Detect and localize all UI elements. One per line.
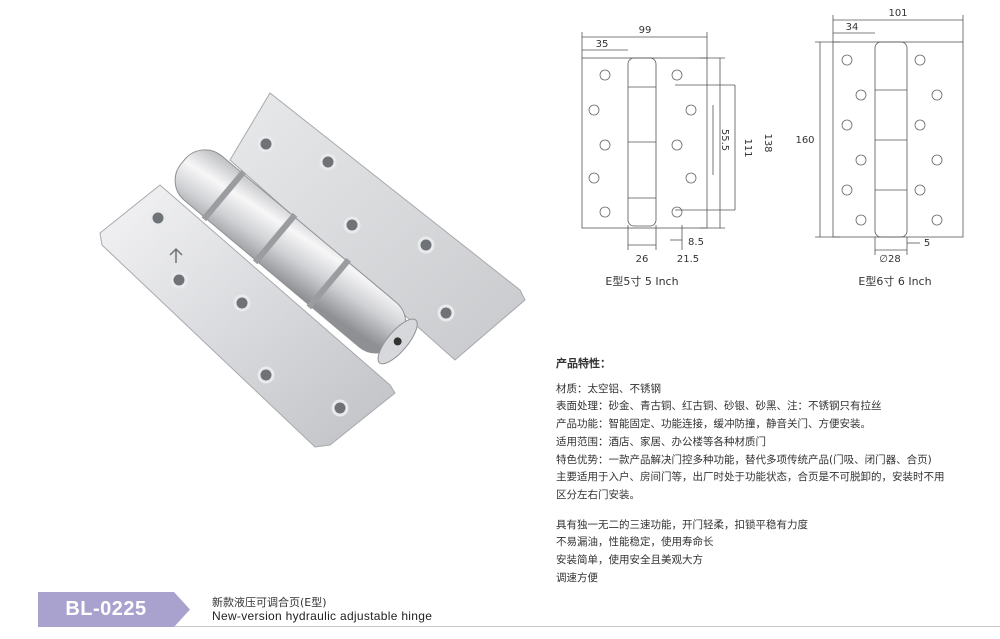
footer-divider <box>174 626 1000 627</box>
feature-line: 主要适用于入户、房间门等，出厂时处于功能状态，合页是不可脱卸的，安装时不用 <box>556 471 945 484</box>
hinge-product-photo <box>99 92 526 448</box>
feature-line: 产品功能：智能固定、功能连接，缓冲防撞，静音关门、方便安装。 <box>556 418 871 431</box>
technical-drawing-5inch: 99 35 138 111 55.5 26 8.5 21.5 E型5寸 5 In… <box>581 25 773 288</box>
feature-line: 区分左右门安装。 <box>556 488 640 501</box>
dim-hole-offset: 21.5 <box>677 254 699 265</box>
feature-line: 表面处理：砂金、青古铜、红古铜、砂银、砂黑、注：不锈钢只有拉丝 <box>556 400 882 413</box>
dim-height: 160 <box>795 135 814 146</box>
feature-line: 材质：太空铝、不锈钢 <box>556 382 661 395</box>
feature-line: 调速方便 <box>556 571 598 584</box>
feature-line: 适用范围：酒店、家居、办公楼等各种材质门 <box>556 435 766 448</box>
dim-inner-height: 111 <box>742 138 753 157</box>
feature-line: 不易漏油，性能稳定，使用寿命长 <box>556 536 714 549</box>
product-title-cn: 新款液压可调合页(E型) <box>212 596 327 609</box>
dim-knuckle: 8.5 <box>688 237 704 248</box>
dim-gap: 5 <box>924 238 930 249</box>
feature-line: 特色优势：一款产品解决门控多种功能，替代多项传统产品(门吸、闭门器、合页) <box>556 453 932 466</box>
dim-hole-spacing: 55.5 <box>719 129 730 151</box>
dim-total-width: 99 <box>639 25 652 36</box>
model-code: BL-0225 <box>65 598 147 620</box>
dim-leaf-gap: 26 <box>636 254 649 265</box>
drawing-caption: E型6寸 6 Inch <box>858 274 931 288</box>
drawing-caption: E型5寸 5 Inch <box>605 274 678 288</box>
dim-height: 138 <box>762 133 773 152</box>
technical-drawing-6inch: 101 34 160 ∅28 5 E型6寸 6 Inch <box>795 8 964 288</box>
dim-offset: 34 <box>846 22 859 33</box>
features-heading: 产品特性： <box>556 357 611 370</box>
dim-offset: 35 <box>596 39 609 50</box>
model-badge <box>38 592 190 627</box>
feature-line: 具有独一无二的三速功能，开门轻柔，扣锁平稳有力度 <box>556 518 808 531</box>
dim-total-width: 101 <box>888 8 907 19</box>
product-title-en: New-version hydraulic adjustable hinge <box>212 609 433 623</box>
product-features: 产品特性： 材质：太空铝、不锈钢 表面处理：砂金、青古铜、红古铜、砂银、砂黑、注… <box>556 355 996 587</box>
dim-diameter: ∅28 <box>879 254 900 265</box>
feature-line: 安装简单，使用安全且美观大方 <box>556 554 703 567</box>
